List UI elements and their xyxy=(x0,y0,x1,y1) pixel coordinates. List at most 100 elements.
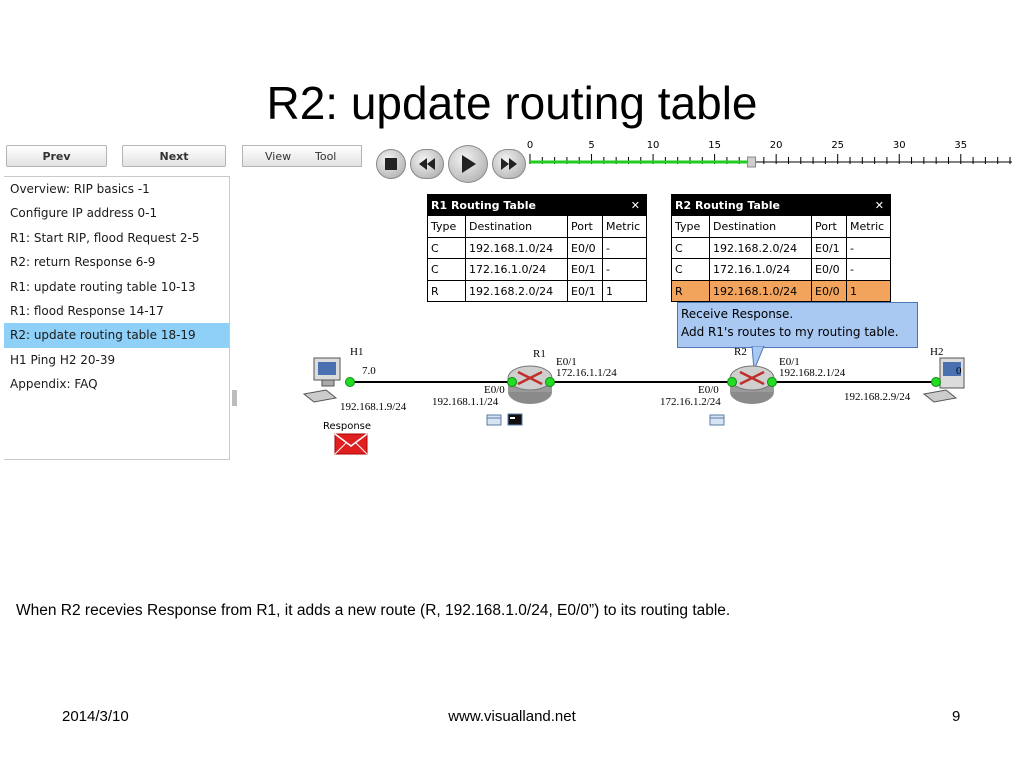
r2-e01-ip-label: 192.168.2.1/24 xyxy=(779,367,846,379)
tool-menu[interactable]: Tool xyxy=(315,150,337,163)
play-button[interactable] xyxy=(448,145,488,183)
table-cell: 172.16.1.0/24 xyxy=(465,259,567,280)
stop-button[interactable] xyxy=(376,149,406,179)
r2-e01-port-dot[interactable] xyxy=(767,377,777,387)
close-icon[interactable]: ✕ xyxy=(630,198,640,212)
table-cell: 1 xyxy=(846,280,890,301)
prev-button[interactable]: Prev xyxy=(6,145,107,167)
column-header: Port xyxy=(811,216,846,237)
column-header: Destination xyxy=(709,216,811,237)
table-cell: - xyxy=(602,259,646,280)
r1-e00-label: E0/0 xyxy=(484,384,505,396)
h2-name-label: H2 xyxy=(930,346,944,358)
h1-ip-short-label: 7.0 xyxy=(362,365,376,377)
view-menu[interactable]: View xyxy=(265,150,292,163)
sidebar-item[interactable]: R2: update routing table 18-19 xyxy=(4,323,229,348)
h1-ip-label: 192.168.1.9/24 xyxy=(340,401,407,413)
column-header: Metric xyxy=(602,216,646,237)
r1-router-icon[interactable] xyxy=(507,365,553,404)
h1-computer-icon[interactable] xyxy=(302,357,341,403)
r2-e00-port-dot[interactable] xyxy=(727,377,737,387)
r2-e01-label: E0/1 xyxy=(779,356,800,368)
sidebar-item[interactable]: Overview: RIP basics -1 xyxy=(10,182,150,196)
scrollbar-thumb[interactable] xyxy=(232,390,237,406)
sidebar-item[interactable]: R1: flood Response 14-17 xyxy=(10,303,164,318)
footer-url: www.visualland.net xyxy=(448,708,576,725)
table-cell: - xyxy=(846,237,890,258)
r1-e01-label: E0/1 xyxy=(556,356,577,368)
h2-ip-label: 192.168.2.9/24 xyxy=(844,391,911,403)
response-envelope-icon xyxy=(334,433,368,455)
close-icon[interactable]: ✕ xyxy=(874,198,884,212)
timeline-ruler[interactable] xyxy=(528,140,1014,170)
table-cell: - xyxy=(846,259,890,280)
h2-ip-short-label: 0 xyxy=(956,365,962,377)
h2-port-dot[interactable] xyxy=(931,377,941,387)
table-cell: C xyxy=(675,241,683,255)
fast-forward-button[interactable] xyxy=(492,149,526,179)
timeline-label: 0 xyxy=(526,140,534,151)
sidebar-item[interactable]: R1: Start RIP, flood Request 2-5 xyxy=(10,230,200,245)
footer-date: 2014/3/10 xyxy=(62,708,129,725)
sidebar-item[interactable]: R2: return Response 6-9 xyxy=(10,255,156,270)
table-cell: 172.16.1.0/24 xyxy=(709,259,811,280)
view-tool-menu: View Tool xyxy=(242,145,362,167)
sidebar-item[interactable]: R1: update routing table 10-13 xyxy=(10,279,196,294)
timeline-label: 35 xyxy=(954,140,968,151)
network-diagram xyxy=(302,357,965,455)
tooltip-line-1: Receive Response. xyxy=(681,307,794,321)
column-header: Type xyxy=(431,220,457,233)
lesson-list: Overview: RIP basics -1 Configure IP addr… xyxy=(4,176,230,460)
table-cell: 192.168.2.0/24 xyxy=(709,237,811,258)
rewind-button[interactable] xyxy=(410,149,444,179)
table-cell: E0/1 xyxy=(567,259,602,280)
r1-e01-port-dot[interactable] xyxy=(545,377,555,387)
sidebar-item[interactable]: H1 Ping H2 20-39 xyxy=(10,352,116,367)
tooltip-pointer xyxy=(751,346,765,371)
r2-table-icon[interactable] xyxy=(709,414,725,426)
table-cell: E0/0 xyxy=(567,237,602,258)
tooltip-line-2: Add R1's routes to my routing table. xyxy=(681,325,899,339)
column-header: Destination xyxy=(465,216,567,237)
h2-computer-icon[interactable] xyxy=(922,357,965,403)
sidebar-item[interactable]: Appendix: FAQ xyxy=(10,377,98,392)
timeline-slider-handle[interactable] xyxy=(747,156,757,168)
table-cell: 192.168.1.0/24 xyxy=(465,237,567,258)
play-icon xyxy=(462,155,476,173)
r1-table-title: R1 Routing Table xyxy=(431,198,536,212)
table-cell: - xyxy=(602,237,646,258)
r2-e00-label: E0/0 xyxy=(698,384,719,396)
table-cell: 192.168.1.0/24 xyxy=(709,280,811,301)
table-cell: E0/1 xyxy=(811,237,846,258)
rewind-icon xyxy=(419,158,435,170)
h1-port-dot[interactable] xyxy=(345,377,355,387)
timeline-label: 10 xyxy=(646,140,660,151)
r2-name-label: R2 xyxy=(734,346,747,358)
sidebar-item[interactable]: Configure IP address 0-1 xyxy=(10,206,158,221)
r2-router-icon[interactable] xyxy=(729,365,775,404)
r2-tooltip: Receive Response. Add R1's routes to my … xyxy=(677,302,918,348)
timeline-label: 30 xyxy=(892,140,906,151)
response-label: Response xyxy=(323,421,372,432)
r1-table-icon[interactable] xyxy=(486,414,502,426)
column-header: Port xyxy=(567,216,602,237)
next-button[interactable]: Next xyxy=(122,145,226,167)
r2-table-title: R2 Routing Table xyxy=(675,198,780,212)
fast-forward-icon xyxy=(501,158,517,170)
r1-e00-port-dot[interactable] xyxy=(507,377,517,387)
slide-caption: When R2 recevies Response from R1, it ad… xyxy=(16,602,731,619)
table-cell: R xyxy=(672,280,709,301)
r1-e00-ip-label: 192.168.1.1/24 xyxy=(432,396,499,408)
column-header: Type xyxy=(675,220,701,233)
r1-terminal-icon[interactable] xyxy=(507,413,523,426)
timeline-label: 20 xyxy=(769,140,783,151)
